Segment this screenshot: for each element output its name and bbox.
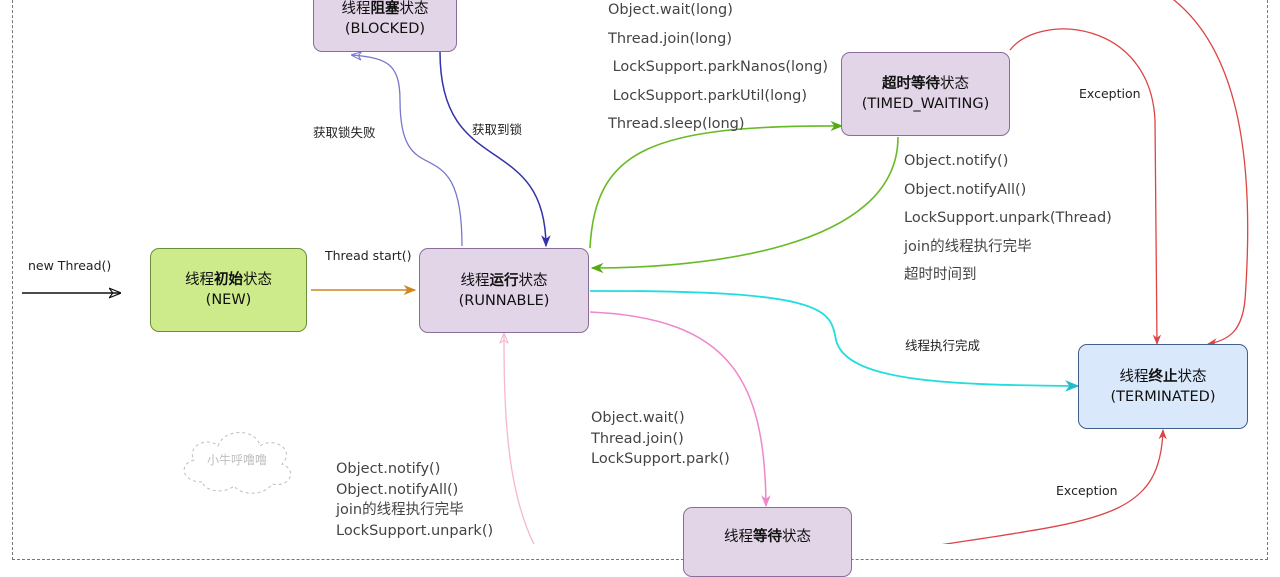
edge-blocked-to-runnable xyxy=(439,51,551,248)
watermark-cloud: 小牛呼噜噜 xyxy=(172,420,302,500)
method-item: Object.wait() xyxy=(591,410,685,426)
cloud-icon xyxy=(183,432,292,494)
state-new-en: (NEW) xyxy=(205,292,252,308)
method-item: 超时时间到 xyxy=(904,267,977,283)
state-terminated-cn: 线程终止状态 xyxy=(1119,368,1207,385)
method-item: LockSupport.parkNanos(long) xyxy=(608,59,829,75)
state-blocked: 线程阻塞状态 (BLOCKED) xyxy=(313,0,457,52)
methods-from-timed: Object.notify() Object.notifyAll() LockS… xyxy=(904,147,1112,290)
method-item: join的线程执行完毕 xyxy=(904,238,1032,255)
method-item: LockSupport.unpark() xyxy=(336,522,494,539)
watermark-text: 小牛呼噜噜 xyxy=(206,453,267,467)
edge-runnable-to-timed xyxy=(589,120,844,249)
edge-runnable-to-terminated xyxy=(589,290,1080,392)
state-timed-en: (TIMED_WAITING) xyxy=(861,96,990,112)
state-blocked-en: (BLOCKED) xyxy=(344,21,426,37)
methods-to-timed: Object.wait(long) Thread.join(long) Lock… xyxy=(608,0,828,139)
label-lock-fail: 获取锁失败 xyxy=(313,125,376,140)
edge-runnable-to-waiting xyxy=(589,311,771,508)
method-item: LockSupport.unpark(Thread) xyxy=(904,210,1112,226)
method-item: Object.notifyAll() xyxy=(904,181,1027,198)
transition-edges xyxy=(22,0,1249,544)
method-item: join的线程执行完毕 xyxy=(336,502,464,518)
edge-waiting-to-terminated xyxy=(941,428,1167,544)
state-new: 线程初始状态 (NEW) xyxy=(150,248,307,332)
state-terminated: 线程终止状态 (TERMINATED) xyxy=(1078,344,1248,429)
state-runnable-cn: 线程运行状态 xyxy=(460,272,548,289)
state-new-cn: 线程初始状态 xyxy=(185,272,272,288)
state-blocked-cn: 线程阻塞状态 xyxy=(341,1,429,17)
method-item: LockSupport.parkUtil(long) xyxy=(608,87,808,104)
method-item: LockSupport.park() xyxy=(591,451,730,467)
label-lock-get: 获取到锁 xyxy=(472,122,523,137)
edge-waiting-to-runnable xyxy=(504,334,535,544)
method-item: Thread.join() xyxy=(591,430,684,447)
edge-top-to-terminated xyxy=(1172,0,1249,347)
state-waiting: 线程等待状态 xyxy=(683,507,852,577)
state-timed-waiting: 超时等待状态 (TIMED_WAITING) xyxy=(841,52,1010,136)
label-finished: 线程执行完成 xyxy=(905,338,981,353)
method-item: Object.notifyAll() xyxy=(336,481,459,498)
label-exception-bottom: Exception xyxy=(1056,483,1118,498)
edge-timed-to-terminated xyxy=(1009,28,1162,346)
state-terminated-en: (TERMINATED) xyxy=(1110,388,1216,405)
method-item: Thread.join(long) xyxy=(608,30,733,47)
method-item: Thread.sleep(long) xyxy=(608,116,745,132)
method-item: Object.notify() xyxy=(904,153,1009,169)
method-item: Object.notify() xyxy=(336,461,441,477)
state-runnable-en: (RUNNABLE) xyxy=(458,292,550,309)
edge-timed-to-runnable xyxy=(590,136,899,274)
state-timed-cn: 超时等待状态 xyxy=(882,76,969,92)
methods-to-waiting: Object.wait() Thread.join() LockSupport.… xyxy=(591,408,730,470)
methods-from-waiting: Object.notify() Object.notifyAll() join的… xyxy=(336,459,493,541)
state-waiting-cn: 线程等待状态 xyxy=(724,529,811,545)
label-thread-start: Thread start() xyxy=(325,248,412,263)
method-item: Object.wait(long) xyxy=(608,2,733,18)
label-exception-top: Exception xyxy=(1079,86,1141,101)
label-new-thread: new Thread() xyxy=(28,258,112,273)
state-runnable: 线程运行状态 (RUNNABLE) xyxy=(419,248,589,333)
edge-runnable-to-blocked xyxy=(352,55,463,247)
